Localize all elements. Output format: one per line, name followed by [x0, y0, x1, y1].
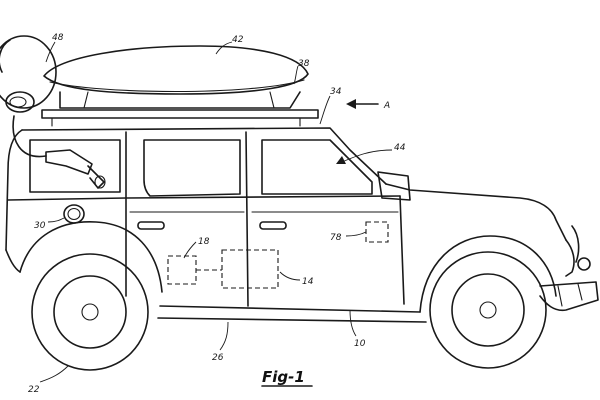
window-front — [261, 139, 373, 195]
doors — [125, 131, 405, 307]
ref-26: 26 — [212, 353, 224, 363]
cable-reel — [0, 35, 57, 113]
ref-18: 18 — [198, 237, 210, 247]
roof-rails — [41, 109, 319, 127]
ref-30: 30 — [34, 221, 46, 231]
charge-port — [63, 204, 85, 224]
controller-box — [167, 255, 197, 285]
figure-label: Fig-1 — [262, 368, 305, 386]
window-middle — [143, 139, 241, 197]
ref-A: A — [383, 101, 390, 111]
window-rear — [29, 139, 121, 193]
charging-plug — [12, 115, 106, 189]
ref-14: 14 — [302, 277, 314, 287]
ref-48: 48 — [52, 33, 64, 43]
ref-22: 22 — [28, 385, 40, 395]
leader-lines — [39, 41, 393, 383]
ref-78: 78 — [330, 233, 342, 243]
view-arrow-A — [346, 99, 379, 109]
roof-box — [43, 45, 309, 109]
ref-34: 34 — [330, 87, 342, 97]
ref-42: 42 — [232, 35, 244, 45]
ref-10: 10 — [354, 339, 366, 349]
ref-38: 38 — [298, 59, 310, 69]
ref-44: 44 — [394, 143, 406, 153]
charger-unit-box — [196, 249, 279, 289]
sensor-module-box — [365, 221, 389, 243]
vehicle-body — [5, 127, 599, 323]
front-wheel — [419, 235, 557, 369]
rear-wheel — [19, 221, 163, 371]
window-arrow — [336, 156, 346, 164]
